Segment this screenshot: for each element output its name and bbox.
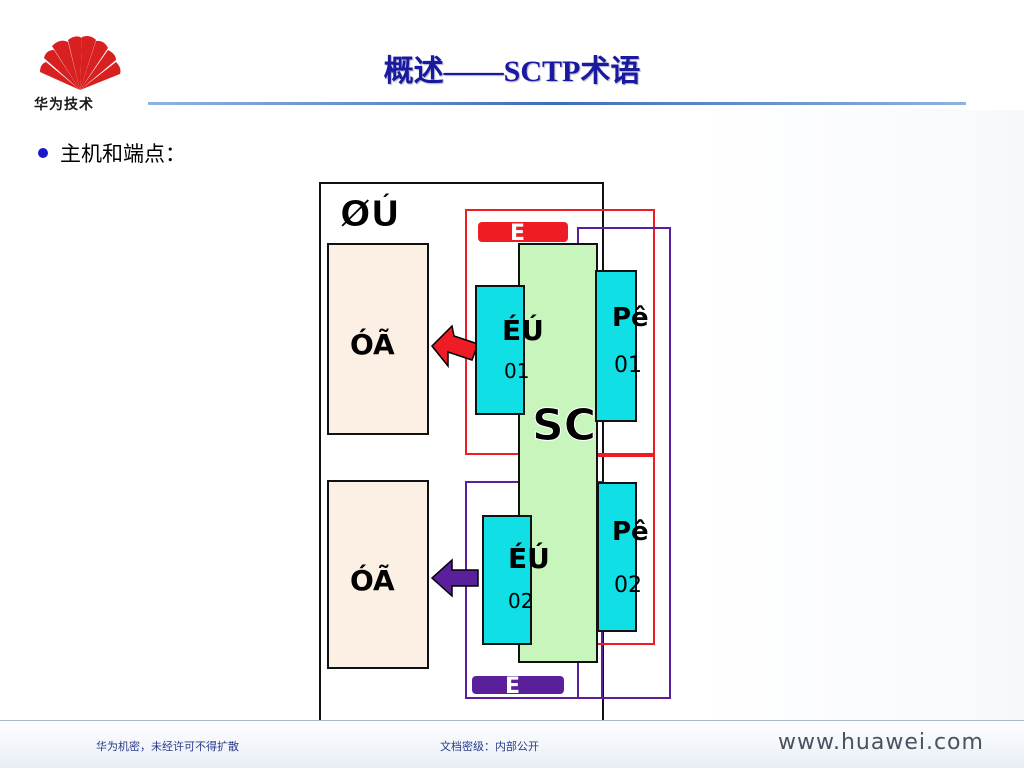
port-num-1: 01 (614, 353, 642, 378)
footer-url: www.huawei.com (778, 730, 984, 755)
bullet-text: 主机和端点： (60, 142, 186, 166)
port-label-2: Pê (612, 517, 649, 547)
port-box-1 (595, 270, 637, 422)
footer-confidential: 华为机密，未经许可不得扩散 (96, 740, 239, 753)
endpoint-2-tag: Ë (472, 673, 564, 699)
endpoint-1-tag: Ë (478, 220, 568, 246)
arrow-red (430, 324, 479, 369)
huawei-logo (40, 36, 121, 90)
app-box-1 (327, 243, 429, 435)
sctp-label: SC (532, 400, 596, 451)
app-box-2 (327, 480, 429, 669)
su-box-1 (475, 285, 525, 415)
su-label-2: ÉÚ (508, 541, 550, 575)
port-num-2: 02 (614, 573, 642, 598)
app-label-1: ÓÃ (350, 327, 395, 361)
endpoint-2-label: Ë (505, 673, 520, 699)
endpoint-1-label: Ë (510, 220, 525, 246)
port-label-1: Pê (612, 303, 649, 333)
footer (0, 720, 1024, 768)
app-label-2: ÓÃ (350, 563, 395, 597)
bullet-icon (38, 148, 48, 158)
footer-doc-level: 文档密级：内部公开 (440, 740, 539, 753)
arrow-purple (430, 558, 479, 598)
page-title: 概述——SCTP术语 (383, 55, 641, 88)
title-divider (148, 102, 966, 105)
su-label-1: ÉÚ (502, 313, 544, 347)
su-box-2 (482, 515, 532, 645)
port-box-2 (597, 482, 637, 632)
su-num-1: 01 (504, 359, 529, 383)
background-decoration (700, 110, 1024, 720)
footer-divider (0, 720, 1024, 721)
logo-text: 华为技术 (34, 97, 94, 113)
host-label: ØÚ (340, 193, 400, 235)
su-num-2: 02 (508, 589, 533, 613)
